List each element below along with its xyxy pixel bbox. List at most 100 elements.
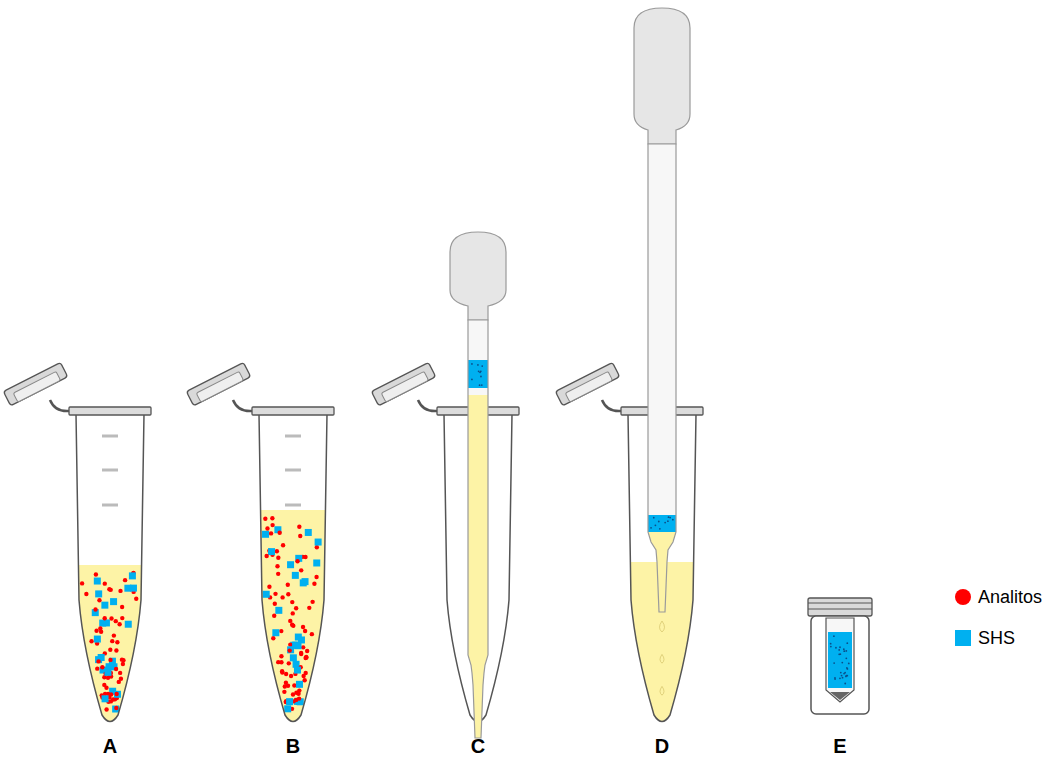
analyte-speck bbox=[672, 519, 674, 521]
legend-text: Analitos bbox=[978, 587, 1042, 608]
analyte-speck bbox=[839, 677, 841, 679]
shs-square bbox=[110, 598, 117, 605]
analyte-dot bbox=[301, 645, 305, 649]
shs-square bbox=[286, 698, 293, 705]
analyte-dot bbox=[275, 549, 279, 553]
vial-cap bbox=[808, 598, 872, 616]
analyte-dot bbox=[286, 592, 290, 596]
hinge bbox=[233, 400, 252, 411]
graduation bbox=[102, 469, 118, 472]
analyte-dot bbox=[103, 616, 107, 620]
shs-square bbox=[275, 607, 282, 614]
legend-dot bbox=[955, 589, 971, 605]
graduation bbox=[285, 435, 301, 438]
analyte-dot bbox=[310, 600, 314, 604]
tube-lid bbox=[371, 362, 435, 405]
analyte-dot bbox=[120, 605, 124, 609]
shs-phase bbox=[458, 360, 498, 388]
shs-square bbox=[290, 654, 297, 661]
hinge bbox=[50, 400, 69, 411]
step-letter: D bbox=[655, 735, 669, 758]
analyte-dot bbox=[297, 525, 301, 529]
analyte-dot bbox=[114, 648, 118, 652]
tube-wall bbox=[259, 414, 327, 722]
vial-insert bbox=[826, 618, 854, 702]
analyte-speck bbox=[844, 683, 846, 685]
analyte-speck bbox=[830, 643, 832, 645]
shs-square bbox=[109, 658, 116, 665]
analyte-speck bbox=[834, 678, 836, 680]
analyte-dot bbox=[297, 688, 301, 692]
analyte-dot bbox=[80, 581, 84, 585]
shs-square bbox=[315, 539, 322, 546]
shs-square bbox=[101, 602, 108, 609]
analyte-dot bbox=[305, 649, 309, 653]
shs-square bbox=[292, 572, 299, 579]
analyte-dot bbox=[303, 629, 307, 633]
shs-square bbox=[287, 646, 294, 653]
analyte-dot bbox=[289, 674, 293, 678]
analyte-dot bbox=[284, 672, 288, 676]
analyte-speck bbox=[481, 365, 483, 367]
graduation bbox=[285, 469, 301, 472]
analyte-speck bbox=[480, 376, 482, 378]
analyte-speck bbox=[845, 650, 847, 652]
analyte-dot bbox=[287, 661, 291, 665]
tube-rim bbox=[69, 407, 151, 415]
step-letter: C bbox=[471, 735, 485, 758]
analyte-dot bbox=[94, 629, 98, 633]
analyte-speck bbox=[667, 520, 669, 522]
analyte-dot bbox=[302, 678, 306, 682]
shs-square bbox=[284, 705, 291, 712]
shs-square bbox=[262, 531, 269, 538]
microtube bbox=[3, 362, 151, 762]
analyte-dot bbox=[118, 589, 122, 593]
analyte-dot bbox=[314, 575, 318, 579]
analyte-dot bbox=[280, 595, 284, 599]
shs-square bbox=[94, 578, 101, 585]
analyte-speck bbox=[659, 528, 661, 530]
analyte-dot bbox=[118, 671, 122, 675]
analyte-dot bbox=[277, 531, 281, 535]
analyte-dot bbox=[281, 543, 285, 547]
tube-rim bbox=[252, 407, 334, 415]
shs-square bbox=[272, 629, 279, 636]
drop bbox=[660, 686, 664, 695]
shs-square bbox=[302, 578, 309, 585]
analyte-dot bbox=[291, 692, 295, 696]
pasteur-pipette bbox=[634, 8, 690, 617]
analyte-speck bbox=[471, 363, 473, 365]
analyte-speck bbox=[845, 675, 847, 677]
analyte-speck bbox=[841, 675, 843, 677]
analyte-speck bbox=[655, 524, 657, 526]
analyte-dot bbox=[109, 616, 113, 620]
legend-square bbox=[955, 630, 971, 646]
analyte-dot bbox=[279, 660, 283, 664]
analyte-speck bbox=[838, 649, 840, 651]
analyte-dot bbox=[108, 658, 112, 662]
shs-square bbox=[263, 591, 270, 598]
analyte-dot bbox=[107, 587, 111, 591]
analyte-speck bbox=[843, 673, 845, 675]
analyte-dot bbox=[100, 665, 104, 669]
analyte-speck bbox=[845, 657, 847, 659]
shs-square bbox=[103, 619, 110, 626]
analyte-speck bbox=[479, 384, 481, 386]
shs-square bbox=[313, 559, 320, 566]
analyte-speck bbox=[471, 379, 473, 381]
shs-phase bbox=[828, 632, 852, 688]
analyte-dot bbox=[117, 622, 121, 626]
analyte-dot bbox=[112, 633, 116, 637]
analyte-dot bbox=[121, 662, 125, 666]
analyte-dot bbox=[299, 568, 303, 572]
tube-wall bbox=[76, 414, 144, 722]
analyte-speck bbox=[846, 667, 848, 669]
lid-insert bbox=[13, 371, 60, 402]
analyte-dot bbox=[294, 606, 298, 610]
analyte-dot bbox=[303, 656, 307, 660]
analyte-dot bbox=[275, 564, 279, 568]
tube-lid bbox=[555, 362, 619, 405]
analyte-dot bbox=[290, 600, 294, 604]
analyte-dot bbox=[280, 670, 284, 674]
analyte-dot bbox=[273, 602, 277, 606]
